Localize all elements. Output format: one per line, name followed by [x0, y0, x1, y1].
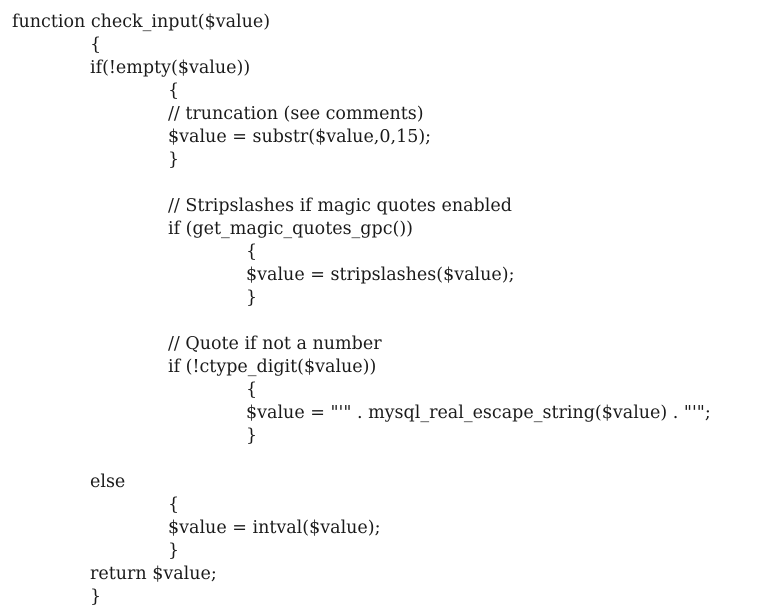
code-line-19: }: [246, 426, 258, 446]
code-line-2: {: [90, 35, 102, 55]
code-line-17: {: [246, 380, 258, 400]
code-line-21: else: [90, 472, 126, 492]
code-line-10: if (get_magic_quotes_gpc()): [168, 219, 413, 239]
code-line-22: {: [168, 495, 180, 515]
code-line-23: $value = intval($value);: [168, 518, 381, 538]
code-line-15: // Quote if not a number: [168, 334, 382, 354]
code-line-5: // truncation (see comments): [168, 104, 424, 124]
code-line-25: return $value;: [90, 564, 217, 584]
code-line-6: $value = substr($value,0,15);: [168, 127, 432, 147]
code-line-3: if(!empty($value)): [90, 58, 251, 78]
code-line-26: }: [90, 587, 102, 607]
code-line-1: function check_input($value): [12, 12, 271, 32]
code-line-16: if (!ctype_digit($value)): [168, 357, 377, 377]
code-line-13: }: [246, 288, 258, 308]
code-line-9: // Stripslashes if magic quotes enabled: [168, 196, 512, 216]
code-line-11: {: [246, 242, 258, 262]
code-line-24: }: [168, 541, 180, 561]
code-line-4: {: [168, 81, 180, 101]
code-line-7: }: [168, 150, 180, 170]
code-line-12: $value = stripslashes($value);: [246, 265, 515, 285]
code-line-18: $value = "'" . mysql_real_escape_string(…: [246, 403, 711, 423]
